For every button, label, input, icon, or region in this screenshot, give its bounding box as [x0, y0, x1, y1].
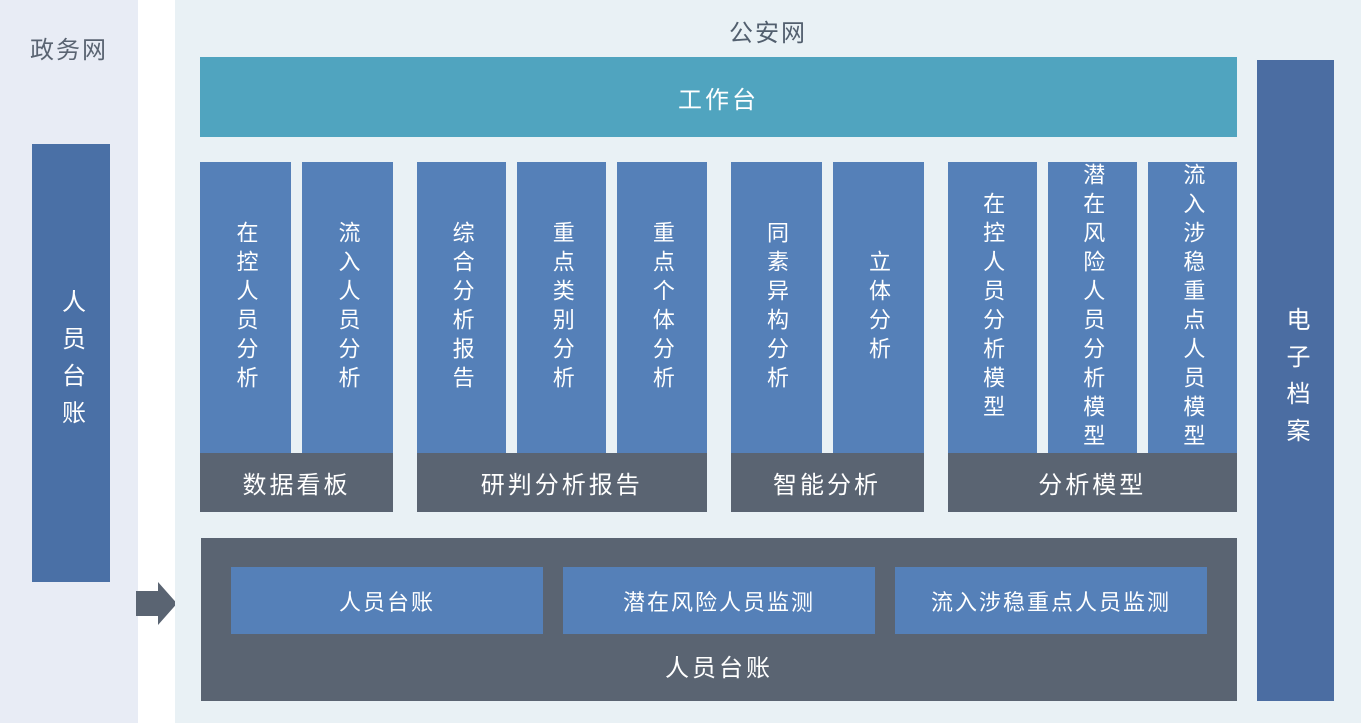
right-arrow-icon: [136, 582, 177, 625]
module-bar-label: 流入涉稳重点人员模型: [1180, 162, 1206, 453]
module-bar-label: 重点个体分析: [649, 220, 675, 395]
module-bar-label: 在控人员分析: [233, 220, 259, 395]
module-bar: 同素异构分析: [730, 162, 822, 453]
module-bar: 在控人员分析模型: [947, 162, 1037, 453]
module-bar: 重点个体分析: [617, 162, 707, 453]
group-label: 研判分析报告: [417, 453, 707, 512]
personnel-ledger-box-label: 人员台账: [665, 654, 773, 682]
module-bar: 立体分析: [832, 162, 924, 453]
personnel-ledger-box: 人员台账 潜在风险人员监测 流入涉稳重点人员监测 人员台账: [201, 538, 1237, 701]
ledger-button: 潜在风险人员监测: [563, 567, 875, 634]
group-data-dashboard: 在控人员分析 流入人员分析 数据看板: [200, 162, 393, 512]
module-bar: 综合分析报告: [417, 162, 507, 453]
e-archive-label: 电子档案: [1282, 306, 1309, 455]
module-bar-label: 在控人员分析模型: [980, 191, 1006, 424]
e-archive-bar: 电子档案: [1257, 60, 1334, 701]
module-bar-label: 同素异构分析: [764, 220, 789, 395]
module-groups-row: 在控人员分析 流入人员分析 数据看板 综合分析报告 重点类别分析: [200, 162, 1238, 512]
gov-network-title: 政务网: [30, 37, 108, 64]
module-bar: 流入涉稳重点人员模型: [1147, 162, 1238, 453]
police-network-panel: 公安网 工作台 在控人员分析 流入人员分析 数据看板 综合分析报告: [175, 0, 1361, 723]
module-bar: 重点类别分析: [517, 162, 607, 453]
module-bar-label: 重点类别分析: [549, 220, 575, 395]
module-bar-label: 流入人员分析: [335, 220, 361, 395]
module-bar-label: 立体分析: [866, 249, 891, 366]
module-bar: 在控人员分析: [200, 162, 291, 453]
gov-network-panel: 政务网 人员台账: [0, 0, 138, 723]
module-bar: 流入人员分析: [302, 162, 393, 453]
workbench-bar: 工作台: [200, 57, 1237, 137]
group-label: 分析模型: [947, 453, 1237, 512]
group-intelligent-analysis: 同素异构分析 立体分析 智能分析: [730, 162, 924, 512]
ledger-button: 流入涉稳重点人员监测: [895, 567, 1207, 634]
group-label: 数据看板: [200, 453, 393, 512]
module-bar-label: 综合分析报告: [449, 220, 475, 395]
group-label: 智能分析: [730, 453, 924, 512]
group-analysis-models: 在控人员分析模型 潜在风险人员分析模型 流入涉稳重点人员模型 分析模型: [947, 162, 1238, 512]
personnel-ledger-source-label: 人员台账: [57, 289, 85, 437]
police-network-title: 公安网: [729, 20, 807, 47]
group-analysis-reports: 综合分析报告 重点类别分析 重点个体分析 研判分析报告: [417, 162, 707, 512]
ledger-button: 人员台账: [231, 567, 543, 634]
personnel-ledger-source-bar: 人员台账: [32, 144, 110, 582]
module-bar: 潜在风险人员分析模型: [1047, 162, 1137, 453]
module-bar-label: 潜在风险人员分析模型: [1080, 162, 1106, 453]
